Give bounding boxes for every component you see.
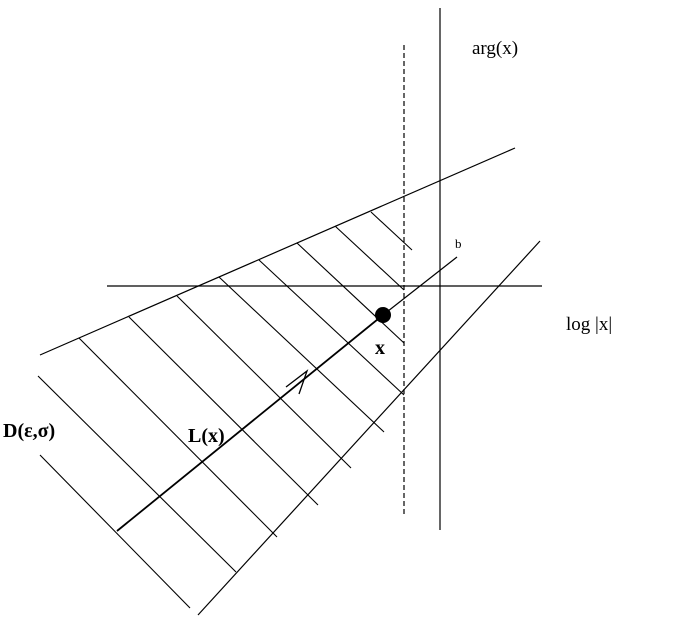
label-line-L: L(x): [188, 425, 225, 447]
label-region-D: D(ε,σ): [3, 420, 55, 442]
region-hatching: [37, 211, 413, 609]
hatch-line: [39, 454, 191, 609]
sector-upper-boundary: [39, 147, 516, 356]
hatch-line: [296, 242, 405, 344]
ray-extension: [382, 256, 458, 316]
sector-lower-boundary: [197, 240, 541, 616]
hatch-line: [78, 337, 278, 538]
hatch-line: [258, 259, 405, 396]
label-log-axis: log |x|: [566, 314, 612, 335]
hatch-line: [37, 375, 237, 573]
hatch-line: [370, 211, 413, 251]
hatch-line: [218, 276, 385, 433]
hatch-line: [128, 316, 319, 506]
point-x-marker: [375, 307, 391, 323]
hatch-line: [176, 295, 352, 469]
arrowhead-icon: [285, 369, 309, 395]
label-point-x: x: [375, 337, 385, 359]
hatch-line: [334, 225, 405, 291]
label-point-b: b: [455, 236, 462, 251]
label-arg-axis: arg(x): [472, 38, 518, 59]
ray-L-line: [116, 314, 384, 532]
